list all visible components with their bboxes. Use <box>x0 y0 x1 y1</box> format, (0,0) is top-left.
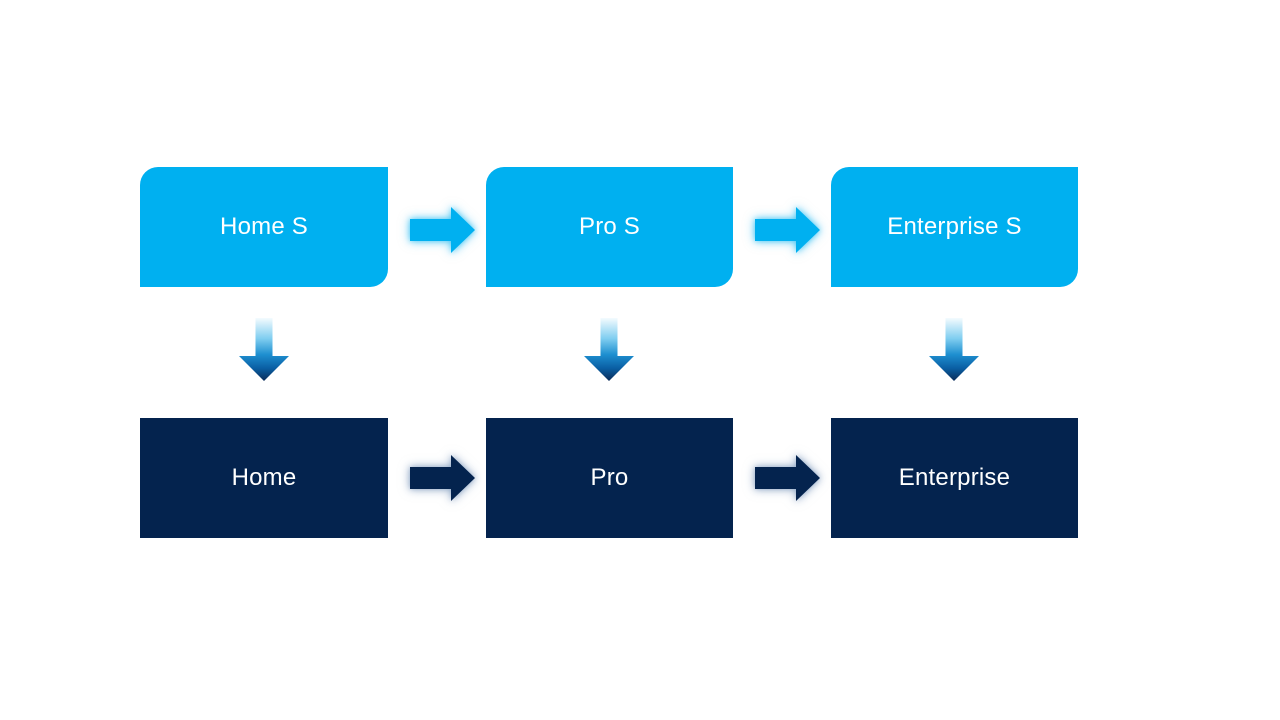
stage-box-pro-s: Pro S <box>486 167 733 287</box>
right-arrow-icon <box>410 455 475 501</box>
stage-box-label: Home S <box>220 213 308 240</box>
right-arrow-icon <box>755 455 820 501</box>
stage-box-label: Pro <box>590 464 629 491</box>
down-arrow-icon <box>929 318 979 381</box>
stage-box-label: Enterprise <box>898 464 1011 491</box>
stage-box-label: Pro S <box>578 213 641 240</box>
stage-box-pro: Pro <box>486 418 733 538</box>
stage-box-enterprise: Enterprise <box>831 418 1078 538</box>
down-arrow-icon <box>584 318 634 381</box>
right-arrow-icon <box>410 207 475 253</box>
stage-box-label: Home <box>231 464 297 491</box>
stage-box-enterprise-s: Enterprise S <box>831 167 1078 287</box>
down-arrow-icon <box>239 318 289 381</box>
stage-box-home: Home <box>140 418 388 538</box>
stage-box-label: Enterprise S <box>887 213 1022 240</box>
right-arrow-icon <box>755 207 820 253</box>
stage-box-home-s: Home S <box>140 167 388 287</box>
